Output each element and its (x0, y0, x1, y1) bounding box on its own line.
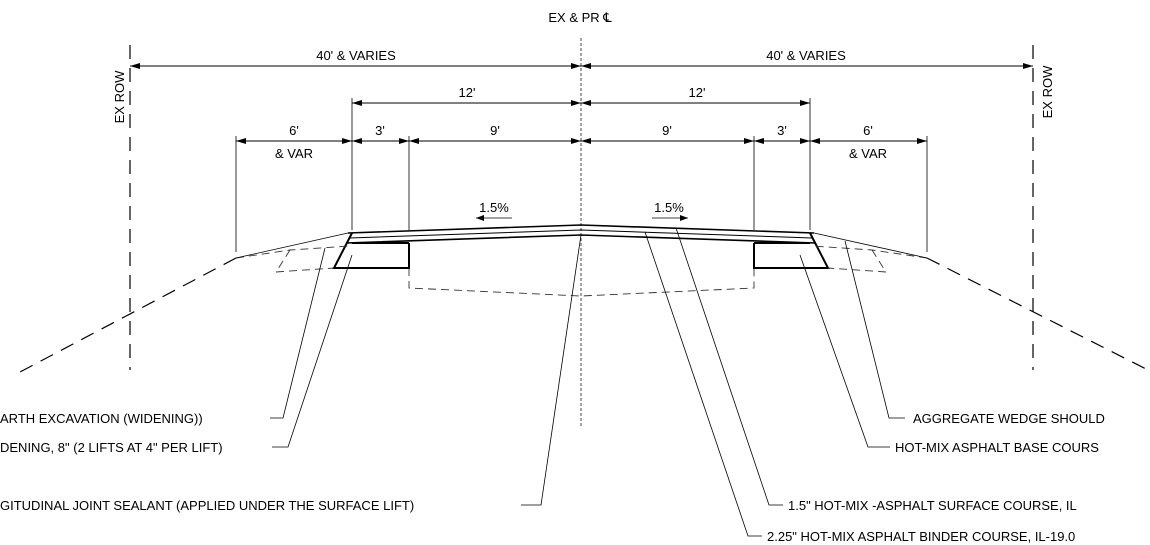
dim-travel-right: 9' (662, 123, 672, 138)
leader-lines (270, 227, 905, 537)
callout-earth-excavation: ARTH EXCAVATION (WIDENING)) (0, 411, 203, 426)
callout-widening: DENING, 8" (2 LIFTS AT 4" PER LIFT) (0, 440, 223, 455)
row-label-left: EX ROW (112, 70, 127, 123)
callout-hma-base: HOT-MIX ASPHALT BASE COURS (895, 440, 1099, 455)
dim-overall-right: 40' & VARIES (766, 48, 846, 63)
dim-shoulder-right: 6' (863, 123, 873, 138)
dim-travel-left: 9' (490, 123, 500, 138)
dim-shoulder-left: 6' (289, 123, 299, 138)
dimension-lane: 12' 12' (351, 85, 811, 230)
centerline-label: EX & PR ℄ (548, 10, 612, 25)
pavement-section (19, 224, 1149, 373)
svg-text:1.5%: 1.5% (479, 200, 509, 215)
dimension-overall: 40' & VARIES 40' & VARIES (130, 48, 1033, 69)
dim-overall-left: 40' & VARIES (316, 48, 396, 63)
row-label-right: EX ROW (1040, 65, 1055, 118)
callout-hma-binder: 2.25" HOT-MIX ASPHALT BINDER COURSE, IL-… (767, 529, 1075, 544)
callout-aggregate-wedge: AGGREGATE WEDGE SHOULD (913, 411, 1105, 426)
slope-right: 1.5% (652, 200, 688, 221)
dim-lane-left: 12' (459, 85, 476, 100)
dimension-detail: 6' & VAR 3' 9' 9' 3' 6' & VAR (235, 123, 928, 252)
dim-shoulder-left-var: & VAR (275, 146, 313, 161)
dim-widening-left: 3' (375, 123, 385, 138)
dim-lane-right: 12' (689, 85, 706, 100)
callout-joint-sealant: GITUDINAL JOINT SEALANT (APPLIED UNDER T… (0, 498, 414, 513)
callout-hma-surface: 1.5" HOT-MIX -ASPHALT SURFACE COURSE, IL (788, 498, 1077, 513)
svg-text:1.5%: 1.5% (654, 200, 684, 215)
slope-left: 1.5% (476, 200, 512, 221)
dim-shoulder-right-var: & VAR (849, 146, 887, 161)
dim-widening-right: 3' (777, 123, 787, 138)
